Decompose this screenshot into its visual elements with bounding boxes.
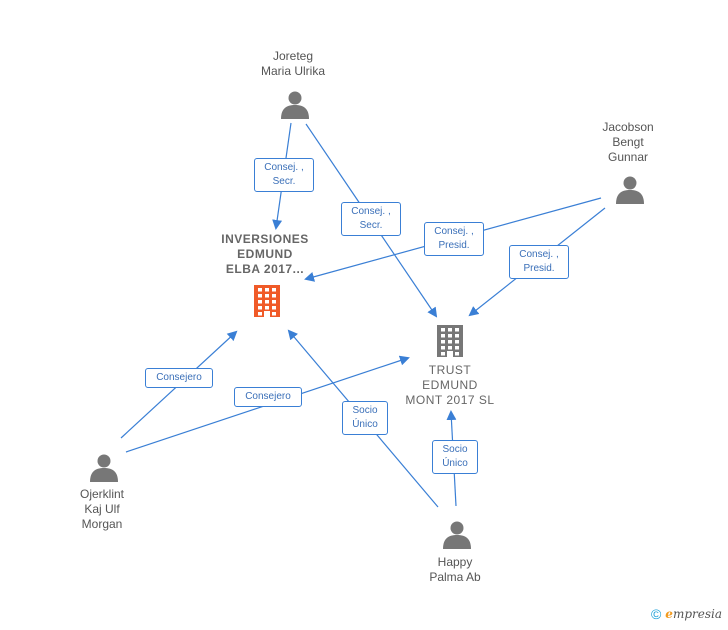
happy-person-icon[interactable] (443, 521, 471, 550)
happy-label: Happy Palma Ab (429, 555, 481, 584)
edge-label-joreteg-inversiones[interactable]: Consej. , Secr. (254, 158, 314, 192)
edge-label-ojerklint-trust[interactable]: Consejero (234, 387, 302, 407)
trust-building-icon[interactable] (437, 325, 463, 357)
jacobson-person-icon[interactable] (616, 176, 644, 205)
joreteg-person-icon[interactable] (281, 91, 309, 120)
inversiones-label: INVERSIONES EDMUND ELBA 2017... (221, 232, 309, 276)
edge-label-jacobson-inversiones[interactable]: Consej. , Presid. (424, 222, 484, 256)
joreteg-label: Joreteg Maria Ulrika (260, 49, 325, 78)
trust-label: TRUST EDMUND MONT 2017 SL (405, 363, 495, 407)
inversiones-building-icon[interactable] (254, 285, 280, 317)
edge-label-joreteg-trust[interactable]: Consej. , Secr. (341, 202, 401, 236)
brand-logo: empresia (665, 607, 722, 621)
footer-brand: © empresia (651, 606, 722, 622)
ojerklint-person-icon[interactable] (90, 454, 118, 483)
edge-label-happy-inversiones[interactable]: Socio Único (342, 401, 388, 435)
edge-label-happy-trust[interactable]: Socio Único (432, 440, 478, 474)
edge-label-ojerklint-inversiones[interactable]: Consejero (145, 368, 213, 388)
jacobson-label: Jacobson Bengt Gunnar (602, 120, 654, 164)
ojerklint-label: Ojerklint Kaj Ulf Morgan (79, 487, 124, 531)
copyright-icon: © (650, 606, 662, 622)
edge-label-jacobson-trust[interactable]: Consej. , Presid. (509, 245, 569, 279)
